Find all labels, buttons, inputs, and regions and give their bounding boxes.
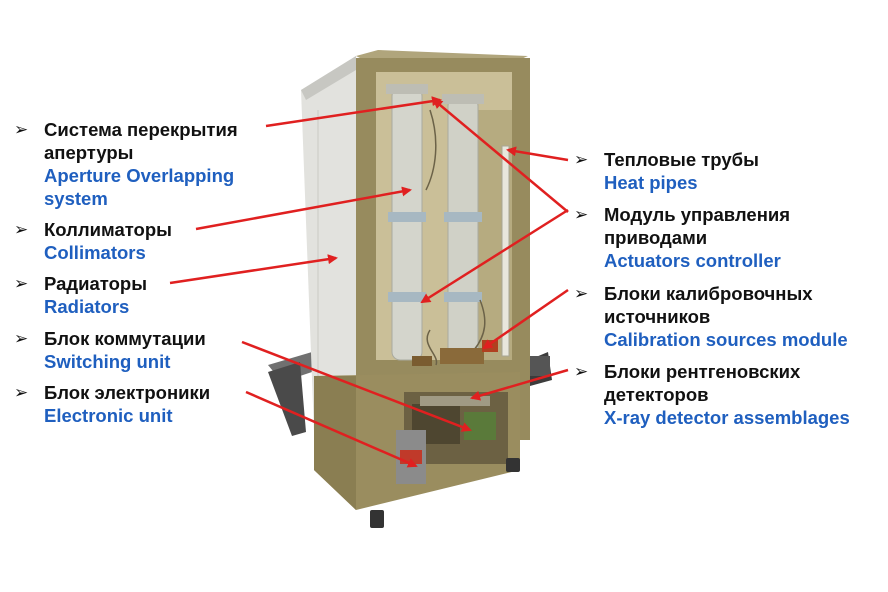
callout-collimators: ➢ Коллиматоры Collimators bbox=[14, 218, 172, 264]
arrow-actuators-2 bbox=[432, 98, 569, 213]
label-ru-line: Блок коммутации bbox=[44, 328, 206, 349]
label-ru-line: апертуры bbox=[44, 142, 134, 163]
arrow-aperture bbox=[265, 96, 442, 128]
label-ru-line: приводами bbox=[604, 227, 708, 248]
label-en-line: system bbox=[44, 188, 108, 209]
arrow-heat-pipes bbox=[506, 146, 569, 162]
label-ru-line: Радиаторы bbox=[44, 273, 148, 294]
arrowhead-bullet-icon: ➢ bbox=[14, 274, 29, 293]
feet bbox=[370, 458, 520, 528]
label-ru-line: Коллиматоры bbox=[44, 219, 172, 240]
label-en-line: X-ray detector assemblages bbox=[604, 407, 850, 428]
callout-switching-unit: ➢ Блок коммутации Switching unit bbox=[14, 327, 206, 373]
label-en-line: Calibration sources module bbox=[604, 329, 848, 350]
arrow-radiators bbox=[169, 254, 338, 285]
arrowhead-bullet-icon: ➢ bbox=[574, 150, 589, 169]
callout-aperture-overlapping-system: ➢ Система перекрытия апертуры Aperture O… bbox=[14, 118, 238, 210]
label-en-line: Switching unit bbox=[44, 351, 171, 372]
label-en-line: Collimators bbox=[44, 242, 146, 263]
callout-actuators-controller: ➢ Модуль управления приводами Actuators … bbox=[574, 203, 790, 272]
front-frame bbox=[356, 58, 530, 478]
label-ru-line: детекторов bbox=[604, 384, 709, 405]
arrowhead-bullet-icon: ➢ bbox=[14, 329, 29, 348]
arrow-electronic-unit bbox=[245, 390, 418, 468]
label-ru-line: Модуль управления bbox=[604, 204, 791, 225]
callout-calibration-sources: ➢ Блоки калибровочных источников Calibra… bbox=[574, 282, 848, 351]
arrowhead-bullet-icon: ➢ bbox=[14, 383, 29, 402]
interior-wiring bbox=[425, 109, 486, 366]
callout-xray-detectors: ➢ Блоки рентгеновских детекторов X-ray d… bbox=[574, 360, 850, 429]
arrow-xray-detectors bbox=[470, 368, 569, 401]
lower-body bbox=[314, 372, 520, 510]
callout-heat-pipes: ➢ Тепловые трубы Heat pipes bbox=[574, 148, 759, 194]
arrowhead-bullet-icon: ➢ bbox=[574, 362, 589, 381]
arrow-collimators bbox=[195, 186, 412, 231]
arrow-actuators-1 bbox=[420, 208, 569, 304]
callout-arrows bbox=[169, 96, 569, 468]
arrowhead-bullet-icon: ➢ bbox=[574, 205, 589, 224]
callout-radiators: ➢ Радиаторы Radiators bbox=[14, 272, 147, 318]
arrowhead-bullet-icon: ➢ bbox=[574, 284, 589, 303]
arrow-calibration bbox=[482, 288, 569, 350]
label-en-line: Heat pipes bbox=[604, 172, 698, 193]
label-en-line: Actuators controller bbox=[604, 250, 781, 271]
arrowhead-bullet-icon: ➢ bbox=[14, 120, 29, 139]
label-ru-line: Система перекрытия bbox=[44, 119, 238, 140]
label-ru-line: Тепловые трубы bbox=[604, 149, 759, 170]
label-en-line: Radiators bbox=[44, 296, 130, 317]
label-en-line: Aperture Overlapping bbox=[44, 165, 235, 186]
label-ru-line: Блоки калибровочных bbox=[604, 283, 813, 304]
label-ru-line: Блок электроники bbox=[44, 382, 211, 403]
callout-electronic-unit: ➢ Блок электроники Electronic unit bbox=[14, 381, 210, 427]
collimator-tubes bbox=[386, 84, 484, 361]
arrow-switching-unit bbox=[241, 340, 472, 432]
arrowhead-bullet-icon: ➢ bbox=[14, 220, 29, 239]
label-ru-line: источников bbox=[604, 306, 711, 327]
label-en-line: Electronic unit bbox=[44, 405, 173, 426]
label-ru-line: Блоки рентгеновских bbox=[604, 361, 801, 382]
